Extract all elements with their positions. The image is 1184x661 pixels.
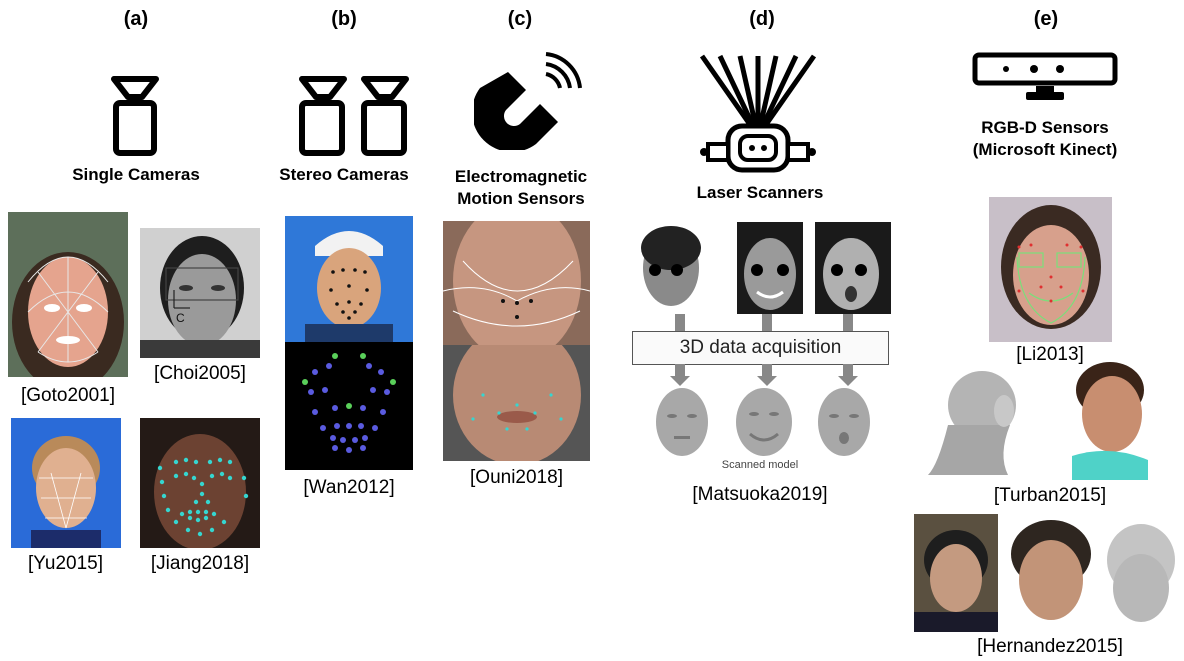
- citation-wan2012: [Wan2012]: [303, 477, 395, 498]
- data-acquisition-box: 3D data acquisition: [632, 331, 889, 365]
- citation-li2013: [Li2013]: [1016, 344, 1084, 365]
- category-electromagnetic-line2: Motion Sensors: [457, 189, 585, 208]
- citation-choi2005: [Choi2005]: [154, 363, 246, 384]
- panel-label-a: (a): [123, 8, 149, 30]
- wan2012-markers-image: [285, 342, 413, 470]
- goto2001-face-image: [8, 212, 128, 377]
- arrows-to-models: [670, 364, 858, 386]
- yu2015-face-image: [11, 418, 121, 548]
- kinect-icon: [972, 52, 1118, 100]
- citation-turban2015: [Turban2015]: [993, 485, 1107, 506]
- magnet-icon: [474, 52, 582, 150]
- ouni2018-sensor-image: [443, 221, 590, 345]
- choi2005-annotation: C: [176, 311, 185, 325]
- panel-label-d: (d): [749, 8, 775, 30]
- arrows-to-acquisition: [675, 314, 853, 334]
- hernandez2015-3d-scan: [1097, 514, 1181, 632]
- citation-goto2001: [Goto2001]: [20, 385, 116, 406]
- citation-yu2015: [Yu2015]: [27, 553, 104, 574]
- category-rgbd-line1: RGB-D Sensors: [981, 118, 1109, 137]
- citation-matsuoka2019: [Matsuoka2019]: [692, 484, 828, 505]
- single-camera-icon: [111, 76, 159, 156]
- scanned-models-image: [656, 388, 870, 456]
- hernandez2015-textured: [1001, 514, 1095, 632]
- panel-label-e: (e): [1033, 8, 1059, 30]
- panel-label-b: (b): [331, 8, 357, 30]
- matsuoka-photo-1: [633, 222, 709, 314]
- laser-scanner-icon: [699, 54, 817, 173]
- category-stereo-cameras: Stereo Cameras: [279, 165, 409, 184]
- wan2012-face-image: [285, 216, 413, 342]
- matsuoka-photo-2: [737, 222, 803, 314]
- turban2015-textured-image: [1050, 360, 1160, 480]
- matsuoka-photo-3: [815, 222, 891, 314]
- citation-hernandez2015: [Hernandez2015]: [977, 636, 1123, 657]
- panel-label-c: (c): [507, 8, 533, 30]
- category-laser-scanners: Laser Scanners: [696, 183, 824, 202]
- li2013-face-image: [989, 197, 1112, 342]
- hernandez2015-photo: [914, 514, 998, 632]
- choi2005-face-image: C: [140, 228, 260, 358]
- scanned-model-caption: Scanned model: [721, 459, 799, 471]
- category-rgbd-line2: (Microsoft Kinect): [972, 140, 1118, 159]
- category-single-cameras: Single Cameras: [72, 165, 200, 184]
- stereo-camera-icon: [299, 76, 409, 156]
- turban2015-3d-scan-image: [918, 365, 1030, 477]
- category-electromagnetic-line1: Electromagnetic: [454, 167, 588, 186]
- jiang2018-face-image: [140, 418, 260, 548]
- ouni2018-3d-face-image: [443, 345, 590, 461]
- citation-ouni2018: [Ouni2018]: [470, 467, 563, 488]
- citation-jiang2018: [Jiang2018]: [150, 553, 250, 574]
